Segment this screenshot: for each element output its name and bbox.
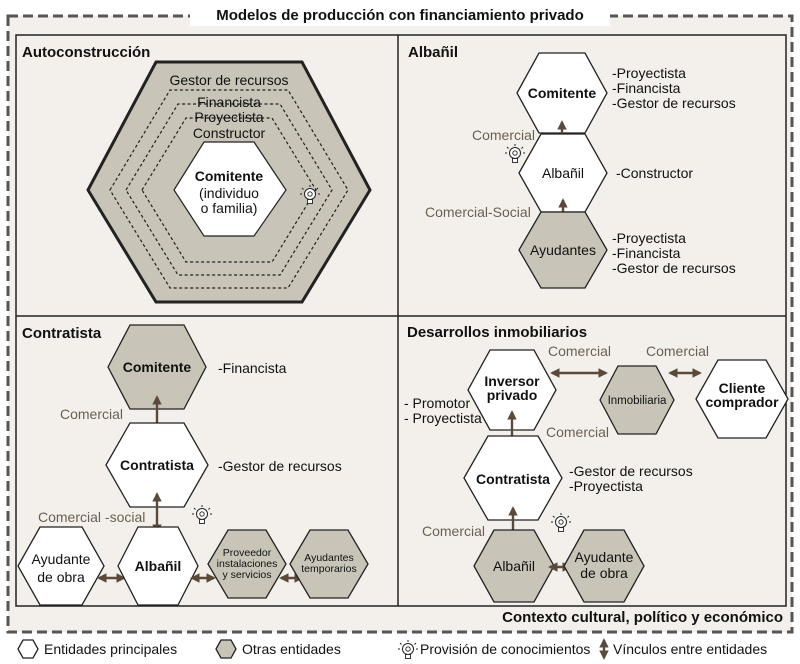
role-ayudantes-3: -Gestor de recursos <box>612 260 736 276</box>
label-contratista: Contratista <box>476 471 550 487</box>
label-contratista: Contratista <box>120 457 194 473</box>
label-inmobiliaria: Inmobiliaria <box>608 395 667 407</box>
hexagon-albanil <box>117 526 199 606</box>
relation-comercial-3: Comercial <box>546 424 609 440</box>
ring-constructor <box>141 117 317 263</box>
label-privado: privado <box>487 387 538 403</box>
label-instalaciones: instalaciones <box>217 558 278 570</box>
legend-links: Vínculos entre entidades <box>613 641 767 657</box>
role-ayudantes-2: -Financista <box>612 245 681 261</box>
ring-label-constructor: Constructor <box>193 125 266 141</box>
role-ayudantes-1: -Proyectista <box>612 230 686 246</box>
ring-proyectista <box>125 103 333 276</box>
relation-comercial-1: Comercial <box>548 343 611 359</box>
role-contratista: -Gestor de recursos <box>218 458 342 474</box>
legend-other-entity: Otras entidades <box>242 641 341 657</box>
center-label-individuo: (individuo <box>199 185 259 201</box>
panel-title-desarrollos: Desarrollos inmobiliarios <box>407 324 587 341</box>
label-cliente: Cliente <box>719 380 766 396</box>
center-label-comitente: Comitente <box>195 168 264 184</box>
ring-label-proyectista: Proyectista <box>194 109 263 125</box>
relation-comercial-social: Comercial-Social <box>425 204 531 220</box>
legend-knowledge-bulb-icon <box>397 639 419 659</box>
label-de-obra: de obra <box>580 565 628 581</box>
relation-comercial-social: Comercial -social <box>38 509 145 525</box>
panel-title-contratista: Contratista <box>22 325 102 342</box>
hexagon-ayudantes-temporarios <box>289 529 369 599</box>
panel-autoconstruccion: Autoconstrucción Gestor de recursos Fina… <box>22 44 372 304</box>
label-de-obra: de obra <box>37 569 85 585</box>
label-ayudante: Ayudante <box>575 549 634 565</box>
hexagon-ayudantes <box>518 211 608 289</box>
relation-comercial: Comercial <box>472 127 535 143</box>
relation-comercial-2: Comercial <box>646 343 709 359</box>
panel-albanil: Albañil Comitente -Proyectista -Financis… <box>408 44 736 289</box>
legend-knowledge: Provisión de conocimientos <box>420 641 590 657</box>
hexagon-inmobiliaria <box>599 365 675 435</box>
role-comitente-3: -Gestor de recursos <box>612 95 736 111</box>
panel-title-autoconstruccion: Autoconstrucción <box>22 44 150 61</box>
panel-contratista: Contratista Comitente -Financista Comerc… <box>17 324 369 606</box>
relation-comercial-4: Comercial <box>422 523 485 539</box>
panel-desarrollos-inmobiliarios: Desarrollos inmobiliarios Inversor priva… <box>404 324 789 603</box>
role-albanil-1: -Constructor <box>616 165 693 181</box>
hexagon-comitente <box>516 52 608 134</box>
hexagon-proveedor <box>207 529 287 599</box>
hexagon-contratista <box>105 422 209 508</box>
hexagon-ayudante-de-obra <box>563 529 645 603</box>
relation-comercial: Comercial <box>60 406 123 422</box>
label-comitente: Comitente <box>528 85 597 101</box>
label-ayudantes: Ayudantes <box>530 242 596 258</box>
label-temporarios: temporarios <box>301 563 356 575</box>
comitente-core-hexagon <box>173 141 287 237</box>
label-comitente: Comitente <box>123 359 192 375</box>
hexagon-cliente-comprador <box>695 359 789 439</box>
hexagon-comitente <box>107 324 207 410</box>
panels-frame <box>15 34 787 607</box>
role-comitente-2: -Financista <box>612 80 681 96</box>
role-comitente-1: -Proyectista <box>612 65 686 81</box>
legend-main-entity: Entidades principales <box>44 641 177 657</box>
label-albanil: Albañil <box>493 558 535 574</box>
label-albanil: Albañil <box>135 558 182 574</box>
main-title: Modelos de producción con financiamiento… <box>216 7 584 24</box>
panel-title-albanil: Albañil <box>408 44 458 61</box>
hexagon-ayudante-de-obra <box>17 526 105 606</box>
title-background <box>190 2 610 26</box>
label-comprador: comprador <box>705 394 779 410</box>
ring-label-gestor-de-recursos: Gestor de recursos <box>169 72 288 88</box>
label-ayudantes: Ayudantes <box>304 552 353 564</box>
role-contratista-1: -Gestor de recursos <box>569 463 693 479</box>
legend: Entidades principales Otras entidades Pr… <box>17 638 767 660</box>
role-contratista-2: -Proyectista <box>569 478 643 494</box>
label-inversor: Inversor <box>484 373 540 389</box>
context-label: Contexto cultural, político y económico <box>502 609 783 626</box>
label-y-servicios: y servicios <box>222 569 271 581</box>
hexagon-inversor-privado <box>467 349 557 431</box>
hexagon-contratista <box>463 435 563 521</box>
center-label-familia: o familia) <box>201 200 258 216</box>
legend-other-entity-swatch <box>215 639 237 659</box>
ring-financista <box>109 89 349 289</box>
role-inversor-1: - Promotor <box>404 395 470 411</box>
label-albanil: Albañil <box>542 165 584 181</box>
role-inversor-2: - Proyectista <box>404 410 482 426</box>
label-ayudante: Ayudante <box>32 551 91 567</box>
ring-label-financista: Financista <box>197 94 261 110</box>
label-proveedor: Proveedor <box>223 547 272 559</box>
role-comitente: -Financista <box>218 360 287 376</box>
legend-main-entity-swatch <box>17 639 39 659</box>
